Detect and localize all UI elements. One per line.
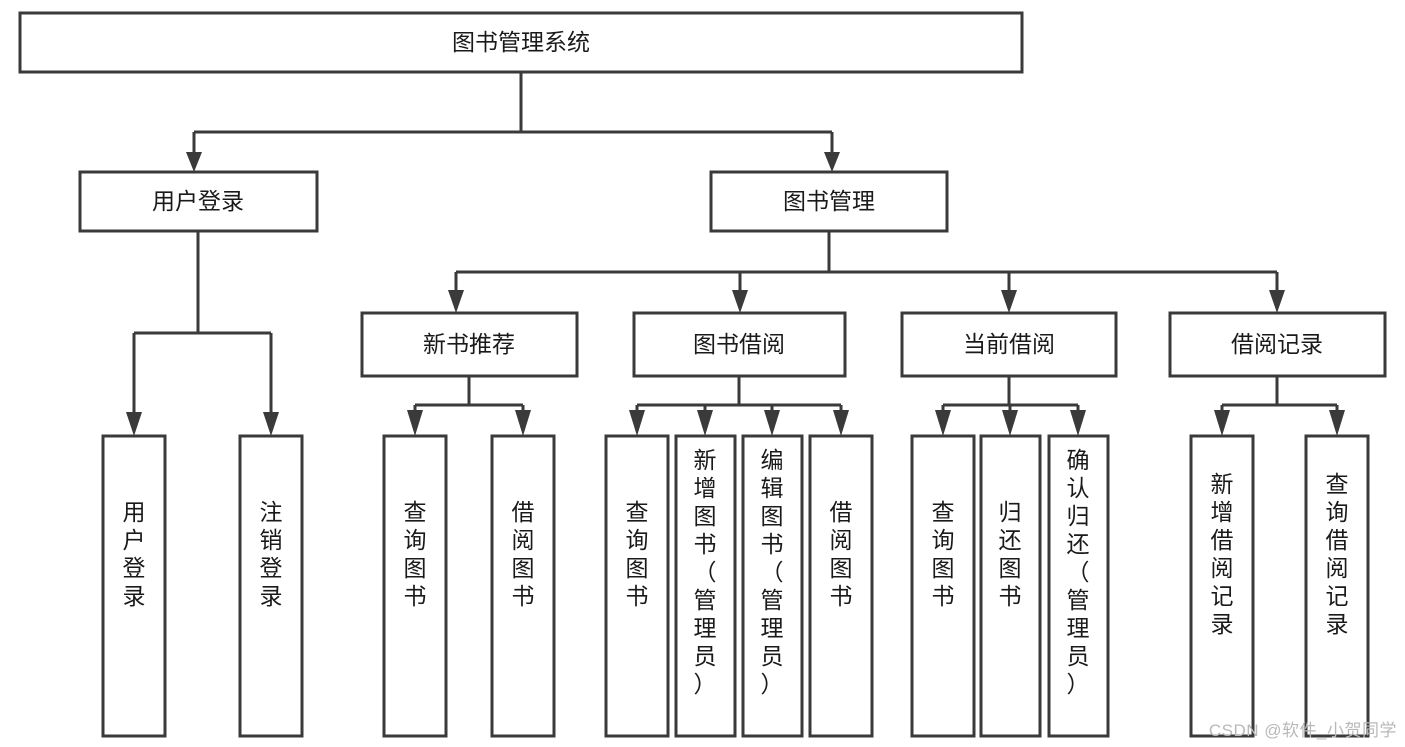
node-leaf-add-borrow-record-box[interactable] <box>1189 434 1255 738</box>
node-leaf-add-book-admin[interactable]: 新增图书（管理员） <box>674 434 737 738</box>
arrowhead-leaf-add-borrow-record <box>1214 410 1230 436</box>
node-user-login[interactable]: 用户登录 <box>78 170 319 233</box>
node-leaf-return-book[interactable]: 归还图书 <box>979 434 1042 738</box>
node-new-book-recommend-label: 新书推荐 <box>423 331 515 357</box>
node-leaf-borrow-book-2[interactable]: 借阅图书 <box>808 434 874 738</box>
node-current-borrow-label: 当前借阅 <box>963 331 1055 357</box>
node-leaf-add-borrow-record[interactable]: 新增借阅记录 <box>1189 434 1255 738</box>
node-user-login-box[interactable] <box>78 170 319 233</box>
node-book-borrow[interactable]: 图书借阅 <box>632 311 847 378</box>
node-leaf-logout-login-label: 注销登录 <box>260 499 283 609</box>
connector-layer <box>126 72 1345 436</box>
arrowhead-leaf-query-book-1 <box>407 410 423 436</box>
node-leaf-user-login[interactable]: 用户登录 <box>101 434 167 738</box>
node-leaf-user-login-box[interactable] <box>101 434 167 738</box>
node-leaf-borrow-book-2-label: 借阅图书 <box>830 499 853 609</box>
node-leaf-borrow-book-1-label: 借阅图书 <box>512 499 535 609</box>
node-leaf-query-book-2-box[interactable] <box>604 434 670 738</box>
node-leaf-query-borrow-record[interactable]: 查询借阅记录 <box>1304 434 1370 738</box>
node-leaf-query-book-2[interactable]: 查询图书 <box>604 434 670 738</box>
node-leaf-logout-login[interactable]: 注销登录 <box>238 434 304 738</box>
node-leaf-query-book-3[interactable]: 查询图书 <box>910 434 976 738</box>
node-leaf-logout-login-box[interactable] <box>238 434 304 738</box>
node-leaf-borrow-book-2-box[interactable] <box>808 434 874 738</box>
arrowhead-leaf-return-book <box>1002 410 1018 436</box>
node-new-book-recommend[interactable]: 新书推荐 <box>360 311 579 378</box>
arrowhead-leaf-confirm-return-admin <box>1070 410 1086 436</box>
node-leaf-return-book-label: 归还图书 <box>999 499 1022 609</box>
arrowhead-leaf-query-book-3 <box>935 410 951 436</box>
node-leaf-add-book-admin-box[interactable] <box>674 434 737 738</box>
arrowhead-book-borrow <box>732 290 748 313</box>
arrowhead-borrow-record <box>1269 290 1285 313</box>
node-leaf-query-book-2-label: 查询图书 <box>626 499 649 609</box>
node-leaf-add-borrow-record-label: 新增借阅记录 <box>1211 471 1234 637</box>
node-leaf-query-borrow-record-label: 查询借阅记录 <box>1326 471 1349 637</box>
arrowhead-leaf-add-book-admin <box>697 410 713 436</box>
node-user-login-label: 用户登录 <box>152 188 244 214</box>
csdn-watermark: CSDN @软件_小贺同学 <box>1208 721 1397 740</box>
node-leaf-query-book-1[interactable]: 查询图书 <box>382 434 448 738</box>
node-book-manage[interactable]: 图书管理 <box>709 170 949 233</box>
arrowhead-leaf-logout-login <box>263 412 279 436</box>
arrowhead-leaf-query-borrow-record <box>1329 410 1345 436</box>
node-new-book-recommend-box[interactable] <box>360 311 579 378</box>
node-leaf-query-book-3-box[interactable] <box>910 434 976 738</box>
node-leaf-borrow-book-1[interactable]: 借阅图书 <box>490 434 556 738</box>
node-leaf-query-book-1-box[interactable] <box>382 434 448 738</box>
node-borrow-record-box[interactable] <box>1168 311 1387 378</box>
node-leaf-query-book-1-label: 查询图书 <box>404 499 427 609</box>
node-leaf-add-book-admin-label: 新增图书（管理员） <box>694 447 717 697</box>
node-root-box[interactable] <box>18 11 1024 74</box>
node-leaf-confirm-return-admin-box[interactable] <box>1047 434 1110 738</box>
node-book-borrow-label: 图书借阅 <box>693 331 785 357</box>
node-leaf-confirm-return-admin-label: 确认归还（管理员） <box>1067 447 1090 697</box>
node-current-borrow-box[interactable] <box>900 311 1118 378</box>
node-book-manage-label: 图书管理 <box>783 188 875 214</box>
node-leaf-borrow-book-1-box[interactable] <box>490 434 556 738</box>
node-borrow-record-label: 借阅记录 <box>1231 331 1323 357</box>
arrowhead-leaf-borrow-book-2 <box>833 410 849 436</box>
node-current-borrow[interactable]: 当前借阅 <box>900 311 1118 378</box>
arrowhead-leaf-borrow-book-1 <box>515 410 531 436</box>
node-leaf-edit-book-admin-box[interactable] <box>741 434 804 738</box>
node-leaf-return-book-box[interactable] <box>979 434 1042 738</box>
node-leaf-user-login-label: 用户登录 <box>123 499 146 609</box>
node-leaf-edit-book-admin[interactable]: 编辑图书（管理员） <box>741 434 804 738</box>
arrowhead-user-login <box>186 152 202 172</box>
node-book-manage-box[interactable] <box>709 170 949 233</box>
arrowhead-book-manage <box>824 152 840 172</box>
node-leaf-query-book-3-label: 查询图书 <box>932 499 955 609</box>
arrowhead-new-book-recommend <box>448 290 464 313</box>
node-leaf-query-borrow-record-box[interactable] <box>1304 434 1370 738</box>
node-book-borrow-box[interactable] <box>632 311 847 378</box>
node-borrow-record[interactable]: 借阅记录 <box>1168 311 1387 378</box>
arrowhead-leaf-query-book-2 <box>629 410 645 436</box>
arrowhead-leaf-edit-book-admin <box>764 410 780 436</box>
node-root-label: 图书管理系统 <box>452 29 590 55</box>
arrowhead-current-borrow <box>1001 290 1017 313</box>
arrowhead-leaf-user-login <box>126 412 142 436</box>
node-leaf-edit-book-admin-label: 编辑图书（管理员） <box>761 447 784 697</box>
node-leaf-confirm-return-admin[interactable]: 确认归还（管理员） <box>1047 434 1110 738</box>
node-root[interactable]: 图书管理系统 <box>18 11 1024 74</box>
